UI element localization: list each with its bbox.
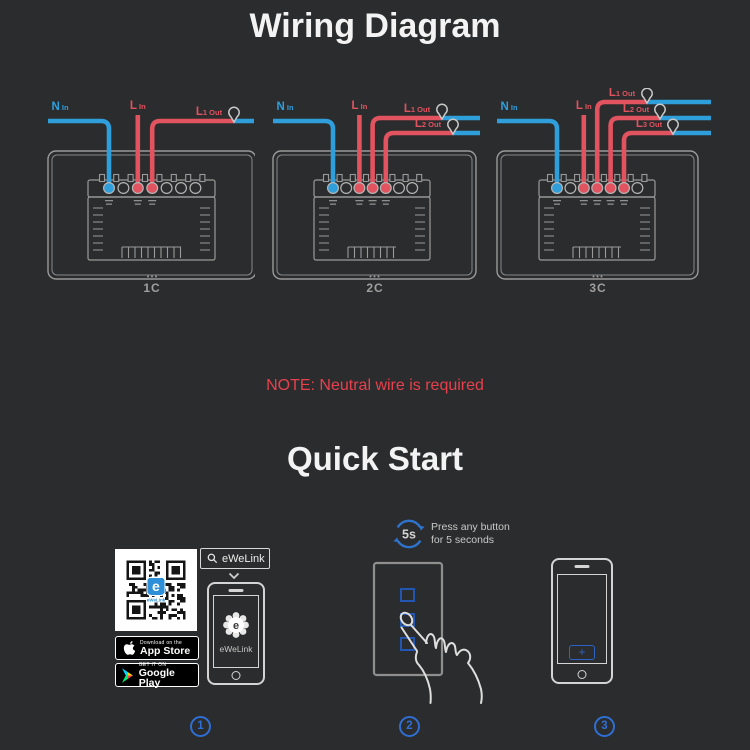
step-2-badge: 2 [399,716,420,737]
svg-text:L1 Out: L1 Out [404,103,431,115]
terminal-screw [604,181,617,194]
gang-label-1c: 1C [143,281,161,295]
phone-screen: e eWeLink [213,595,259,668]
terminal-screw [366,181,379,194]
svg-text:L3 Out: L3 Out [636,118,663,130]
terminal-screw [617,181,630,194]
terminal-screw [146,181,159,194]
svg-text:L1 Out: L1 Out [609,88,636,99]
terminal-screw [577,181,590,194]
wiring-diagram-3c: N In L In L1 Out L2 Out L3 Out [496,88,711,280]
lamp-icon [447,118,459,136]
svg-text:L In: L In [576,100,592,112]
qr-code[interactable]: e eWeLink [115,549,197,631]
ewelink-app-icon[interactable]: e [222,611,250,639]
phone-add-device: + [551,558,613,684]
gang-label-3c: 3C [589,281,607,295]
home-button [231,671,241,680]
svg-text:L In: L In [352,100,368,112]
switch-panel [372,561,444,677]
wiring-diagram-1c: N In L In L1 Out [47,100,255,280]
neutral-wire-note: NOTE: Neutral wire is required [266,377,484,394]
l-out-wire [149,118,234,184]
terminal-screw [102,181,115,194]
search-box[interactable]: eWeLink [200,548,270,569]
step-3-badge: 3 [594,716,615,737]
lamp-icon [667,118,679,136]
timer-5s-icon: 5s [393,519,425,549]
search-label: eWeLink [222,552,265,565]
terminal-screw [326,181,339,194]
phone-screen: + [557,574,607,664]
switch-and-hand [372,561,483,704]
press-instruction: Press any button for 5 seconds [431,521,510,546]
gang-label-2c: 2C [366,281,384,295]
app-store-badge[interactable]: Download on the App Store [115,636,199,660]
appstore-small-text: Download on the [140,640,183,646]
svg-text:L In: L In [130,100,146,112]
terminal-screw [631,181,644,194]
l-out-wire [608,115,660,184]
lamp-icon [436,103,448,121]
terminal-screw [591,181,604,194]
switch-button-top[interactable] [400,588,415,602]
phone-with-app: e eWeLink [207,582,265,685]
quick-start-title: Quick Start [286,440,464,477]
wiring-diagram-2c: N In L In L1 Out L2 Out [272,100,480,280]
lamp-icon [654,103,666,121]
n-in-wire [48,118,112,184]
timer-label: 5s [402,528,416,542]
lamp-icon [641,88,653,105]
l-out-wire [621,130,673,184]
gplay-small-text: GET IT ON [138,662,167,668]
terminal-screw [392,181,405,194]
terminal-screw [117,181,130,194]
svg-text:L2 Out: L2 Out [623,103,650,115]
terminal-screw [379,181,392,194]
svg-text:N In: N In [51,101,68,113]
terminal-screw [550,181,563,194]
chevron-down-icon [228,572,240,580]
svg-text:eWeLink: eWeLink [147,597,166,602]
phone-speaker [228,589,244,592]
apple-logo-icon [123,641,135,655]
svg-text:N In: N In [500,101,517,113]
step-1-badge: 1 [190,716,211,737]
svg-text:N In: N In [276,101,293,113]
hand-pointer-icon [399,611,483,704]
l-out-wire [370,115,442,184]
add-device-button[interactable]: + [569,645,595,660]
google-play-badge[interactable]: GET IT ON Google Play [115,662,199,689]
home-button [577,670,587,679]
app-letter: e [233,620,239,632]
terminal-screw [160,181,173,194]
phone-speaker [574,565,590,568]
gplay-big-text: Google Play [138,667,175,689]
terminal-screw [353,181,366,194]
wiring-diagram-title: Wiring Diagram [249,7,501,45]
l-out-wire [594,99,647,184]
svg-text:L1 Out: L1 Out [196,106,223,118]
l-out-wire [383,130,453,184]
app-name-label: eWeLink [219,644,253,654]
terminal-screw [175,181,188,194]
svg-text:L2 Out: L2 Out [415,118,442,130]
lamp-icon [228,106,240,124]
terminal-screw [189,181,202,194]
svg-text:e: e [152,578,160,594]
search-icon [207,553,218,564]
terminal-screw [564,181,577,194]
appstore-big-text: App Store [140,645,191,657]
terminal-screw [406,181,419,194]
terminal-screw [131,181,144,194]
terminal-screw [340,181,353,194]
n-in-wire [497,118,560,184]
google-play-icon [122,667,133,683]
n-in-wire [273,118,336,184]
